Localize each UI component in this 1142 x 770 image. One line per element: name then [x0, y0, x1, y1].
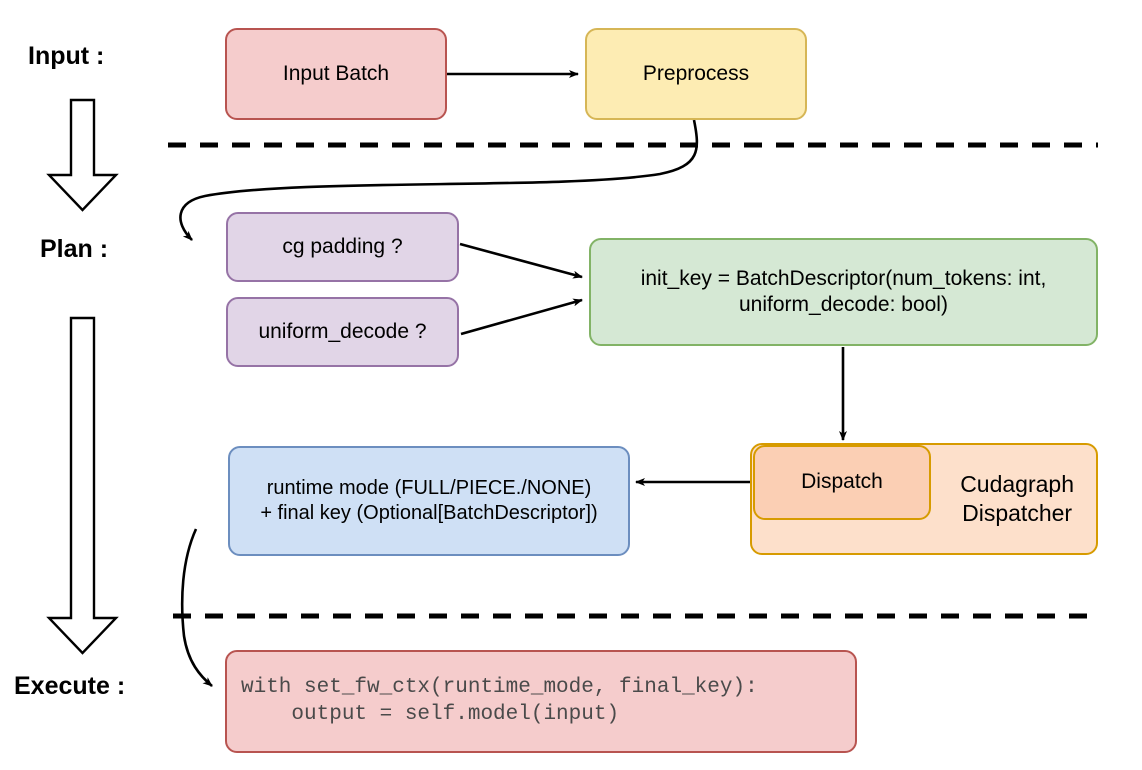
node-cudagraph-dispatcher-label: Cudagraph Dispatcher: [960, 471, 1074, 526]
node-preprocess[interactable]: Preprocess: [585, 28, 807, 120]
node-init-key[interactable]: init_key = BatchDescriptor(num_tokens: i…: [589, 238, 1098, 346]
arrow-uniform-decode-to-init-key: [460, 298, 583, 336]
stage-label-plan: Plan :: [40, 235, 109, 263]
stage-arrow-input-plan: [46, 98, 119, 212]
node-runtime-mode[interactable]: runtime mode (FULL/PIECE./NONE) + final …: [228, 446, 630, 556]
node-input-batch[interactable]: Input Batch: [225, 28, 447, 120]
stage-arrow-plan-execute: [46, 316, 119, 655]
arrow-runtime-mode-to-execute: [180, 528, 213, 687]
node-dispatch-label: Dispatch: [801, 470, 883, 494]
node-uniform-decode[interactable]: uniform_decode ?: [226, 297, 459, 367]
node-cg-padding-label: cg padding ?: [282, 234, 403, 258]
node-preprocess-label: Preprocess: [642, 61, 750, 85]
node-dispatch[interactable]: Dispatch: [753, 445, 931, 520]
node-init-key-label: init_key = BatchDescriptor(num_tokens: i…: [640, 266, 1047, 316]
node-runtime-mode-label: runtime mode (FULL/PIECE./NONE) + final …: [260, 477, 598, 524]
node-cg-padding[interactable]: cg padding ?: [226, 212, 459, 282]
node-input-batch-label: Input Batch: [282, 61, 390, 85]
node-uniform-decode-label: uniform_decode ?: [258, 319, 427, 343]
arrow-cg-padding-to-init-key: [459, 242, 583, 279]
stage-label-execute: Execute :: [14, 672, 126, 700]
stage-label-input: Input :: [28, 42, 105, 70]
node-execute-code[interactable]: with set_fw_ctx(runtime_mode, final_key)…: [225, 650, 857, 753]
node-execute-code-label: with set_fw_ctx(runtime_mode, final_key)…: [241, 676, 758, 726]
